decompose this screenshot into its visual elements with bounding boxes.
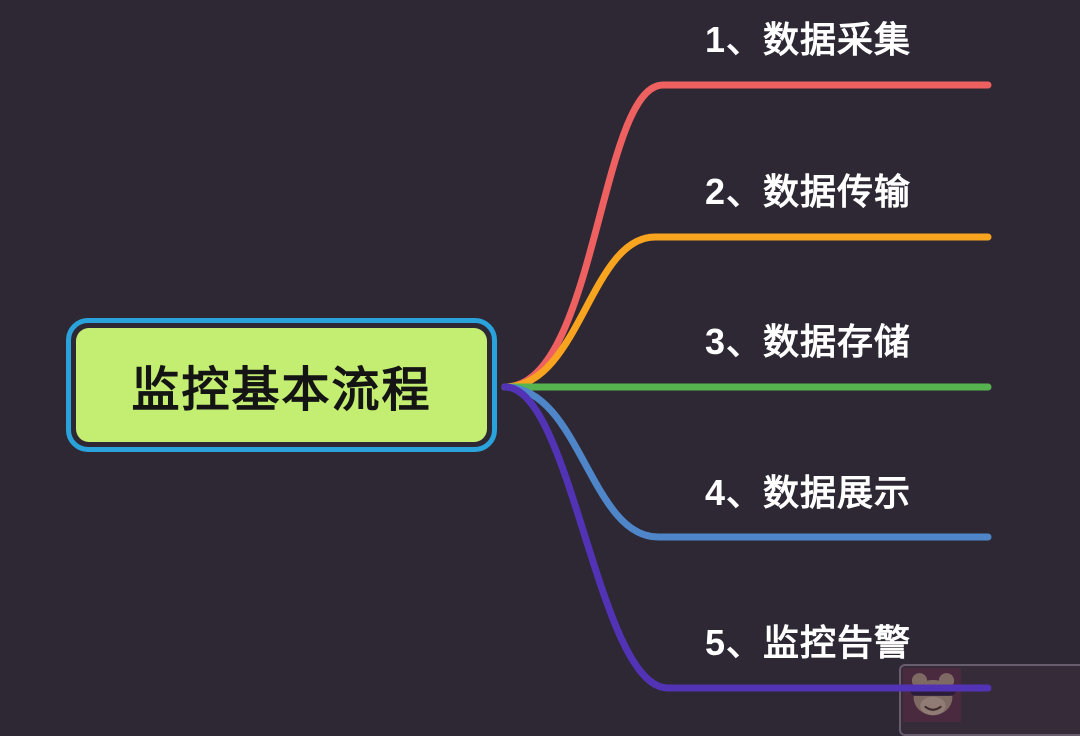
branch-label-1[interactable]: 1、数据采集 — [705, 19, 912, 60]
branch-5-line — [501, 383, 992, 692]
root-node-body: 监控基本流程 — [76, 328, 487, 442]
root-node[interactable]: 监控基本流程 — [66, 318, 497, 452]
branch-label-3[interactable]: 3、数据存储 — [705, 321, 912, 362]
branch-label-2[interactable]: 2、数据传输 — [705, 171, 912, 212]
root-node-label: 监控基本流程 — [131, 364, 432, 417]
branch-label-4[interactable]: 4、数据展示 — [705, 472, 912, 513]
branch-2-line — [501, 233, 992, 391]
branch-1-line — [501, 81, 992, 391]
branch-4-line — [501, 383, 992, 541]
branch-label-5[interactable]: 5、监控告警 — [705, 622, 912, 663]
